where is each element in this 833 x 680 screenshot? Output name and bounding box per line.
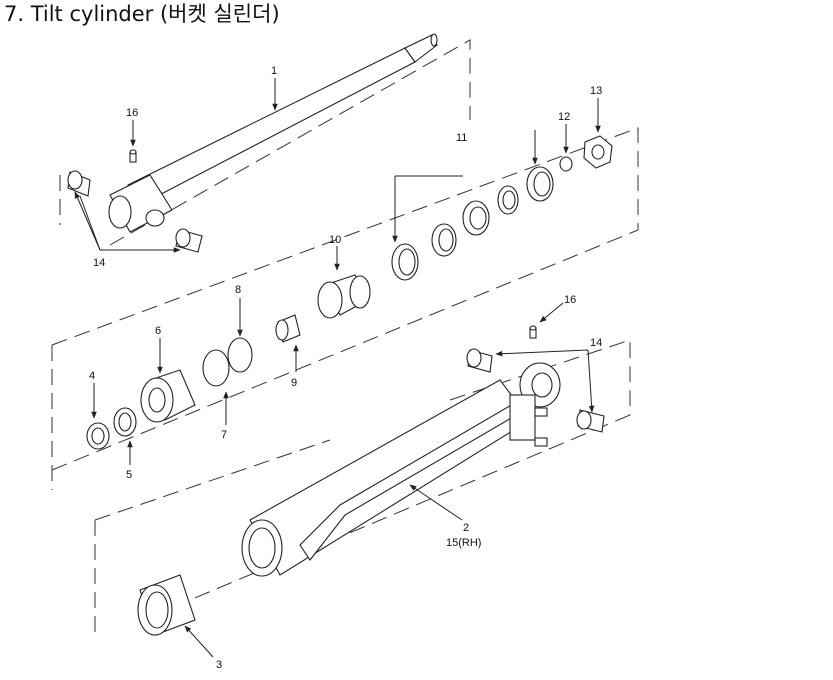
page-title: 7. Tilt cylinder (버켓 실린더) [4, 2, 280, 26]
callout-7: 7 [221, 429, 227, 441]
callout-15rh: 15(RH) [446, 537, 481, 549]
grease-nipple-top [129, 149, 137, 163]
callout-12: 12 [558, 111, 570, 123]
cylinder-tube [241, 362, 561, 577]
bushing-lower-left [466, 348, 493, 373]
callout-4: 4 [89, 370, 95, 382]
bushing-lower-right [576, 409, 605, 433]
callout-1: 1 [271, 65, 277, 77]
dust-wiper-4 [86, 422, 110, 450]
backup-ring-8 [227, 337, 253, 373]
callout-11: 11 [456, 132, 467, 144]
callout-2: 2 [463, 522, 469, 534]
callout-6: 6 [155, 325, 161, 337]
callout-14-lower: 14 [590, 337, 602, 349]
callout-13: 13 [590, 85, 602, 97]
callout-5: 5 [126, 469, 132, 481]
seal-kit-rings [391, 166, 554, 281]
callout-9: 9 [291, 377, 297, 389]
piston-rod [108, 33, 438, 233]
o-ring-12 [559, 156, 573, 172]
wear-ring-9 [275, 314, 301, 343]
group-outline-seals [51, 127, 639, 490]
callout-10: 10 [329, 234, 341, 246]
leader-lines [74, 78, 601, 658]
o-ring-7 [202, 349, 230, 387]
callout-3: 3 [216, 659, 222, 671]
seal-5 [113, 407, 137, 437]
callout-16-lower: 16 [564, 294, 576, 306]
grease-nipple-lower [529, 325, 537, 339]
bushing-top-left [67, 170, 91, 197]
rod-cover [137, 574, 196, 636]
piston [317, 274, 371, 319]
callout-8: 8 [235, 284, 241, 296]
group-outline-rod [59, 39, 471, 246]
group-outline-tube [94, 339, 631, 640]
callout-14-top: 14 [93, 257, 105, 269]
callout-16-top: 16 [126, 107, 138, 119]
gland [140, 369, 196, 423]
lock-nut-13 [583, 135, 613, 169]
bushing-top-right [175, 228, 203, 253]
